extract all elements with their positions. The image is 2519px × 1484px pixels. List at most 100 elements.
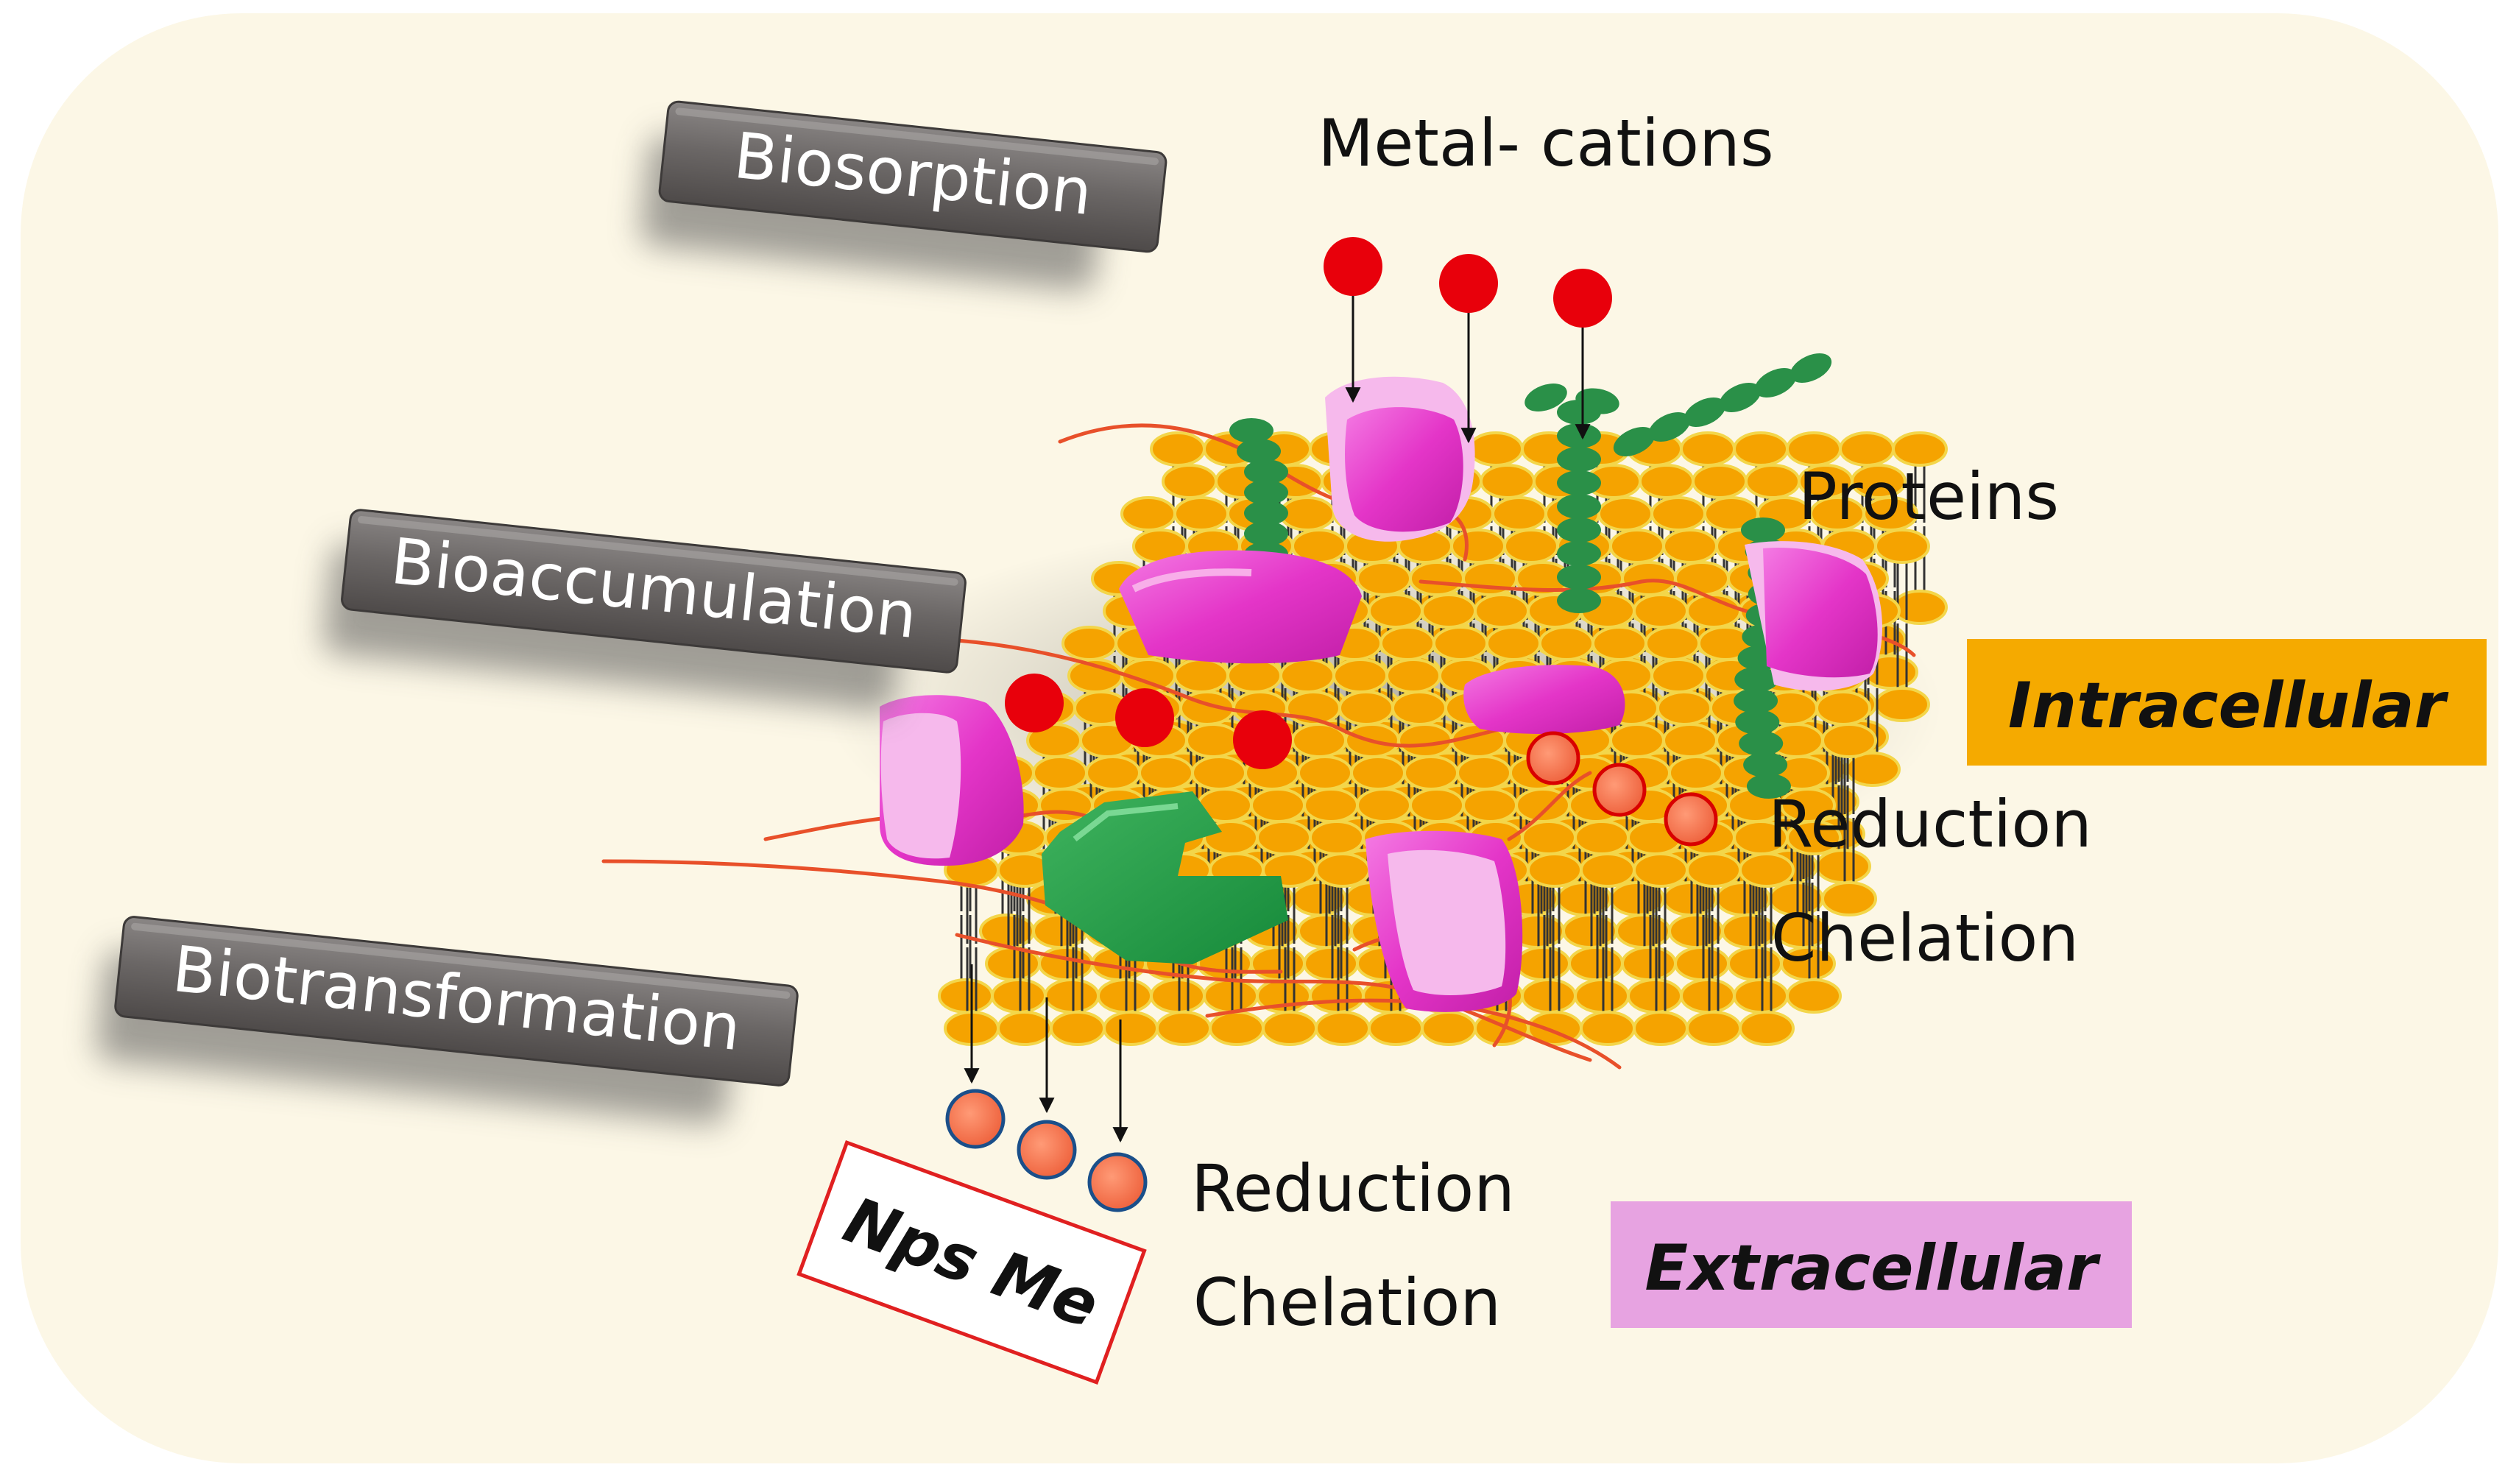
chain-bead [1613,427,1656,456]
lipid-head [1621,561,1677,596]
lipid-head [1032,755,1088,791]
lipid-head [1591,626,1647,661]
chain-bead [1735,710,1780,735]
lipid-head [1892,431,1948,467]
chain-bead [1557,541,1601,566]
lipid-head [1650,658,1706,693]
chain-bead [1719,383,1762,412]
lipid-head [1462,788,1518,823]
lipid-head [1745,464,1801,499]
extracellular-badge: Extracellular [1611,1201,2132,1328]
protein-right [1745,541,1882,691]
lipid-head [1621,946,1677,981]
lipid-head [1061,626,1117,661]
lipid-head [1739,1011,1795,1046]
lipid-head [1656,690,1712,726]
lipid-head [1456,755,1512,791]
lipid-head [1150,978,1206,1014]
lipid-head [1609,529,1665,564]
lipid-head [1468,431,1524,467]
lipid-head [1474,593,1530,629]
lipid-head [1409,788,1465,823]
lipid-head [1662,529,1718,564]
chain-bead [1734,688,1778,713]
chain-bead [1557,565,1601,590]
lipid-head [1120,496,1176,531]
lipid-head [1674,561,1730,596]
lipid-head [1515,946,1571,981]
lipid-head [1279,658,1335,693]
intracellular-text: Intracellular [2008,669,2449,743]
chain-bead [1244,480,1288,505]
chelation-extracellular-label: Chelation [1193,1265,1501,1340]
biosorption-label: Biosorption [640,100,1167,291]
protein-green-c [1042,791,1288,964]
lipid-head [1368,593,1424,629]
lipid-head [1315,852,1371,888]
lipid-head [1450,529,1506,564]
lipid-head [1044,978,1100,1014]
lipid-head [1226,658,1282,693]
lipid-head [1674,946,1730,981]
lipid-head [1403,755,1459,791]
bioaccumulation-label: Bioaccumulation [322,509,967,711]
protein-large-left [1119,550,1362,664]
lipid-head [1733,978,1789,1014]
cation-5 [1115,688,1174,747]
membrane-proteins [880,376,1882,1012]
lipid-head [1491,496,1547,531]
lipid-head [1692,464,1748,499]
protein-left-barrel [880,695,1024,866]
chain-bead [1754,368,1797,398]
lipid-head [1721,914,1777,949]
lipid-head [1609,723,1665,758]
intracellular-badge: Intracellular [1967,639,2487,766]
lipid-head [1633,593,1689,629]
lipid-head [1580,852,1636,888]
lipid-head [1686,1011,1742,1046]
chain-bead [1557,447,1601,472]
lipid-head [1562,914,1618,949]
lipid-head [1256,820,1312,855]
chain-bead [1739,731,1784,756]
protein-mid-right [1463,665,1625,734]
lipid-head [1303,788,1359,823]
chain-bead [1557,588,1601,613]
lipid-head [1356,788,1412,823]
lipid-head [1368,1011,1424,1046]
lipid-head [1173,496,1229,531]
lipid-head [1786,978,1842,1014]
reduction-intracellular-label: Reduction [1768,786,2092,862]
lipid-head [1538,626,1594,661]
lipid-head [1662,723,1718,758]
lipid-head [991,978,1047,1014]
lipid-head [1480,464,1536,499]
cation-6 [1233,710,1292,769]
lipid-head [1733,431,1789,467]
lipid-head [1892,590,1948,625]
lipid-head [1250,946,1306,981]
lipid-head [1315,1011,1371,1046]
lipid-head [1156,1011,1212,1046]
proteins-label: Proteins [1798,459,2059,534]
lipid-head [1574,820,1630,855]
lipid-head [1580,1011,1636,1046]
chain-bead [1743,752,1788,777]
chain-bead [1790,353,1832,383]
lipid-head [1845,752,1901,787]
lipid-head [1138,755,1194,791]
protein-bottom-center [1366,830,1523,1012]
lipid-head [1409,561,1465,596]
lipid-head [1185,723,1241,758]
lipid-head [1103,1011,1159,1046]
lipid-head [1615,914,1671,949]
extracellular-text: Extracellular [1644,1232,2101,1305]
chain-bead [1244,501,1288,526]
lipid-head [1862,496,1918,531]
lipid-head [1297,914,1353,949]
lipid-head [1209,1011,1265,1046]
lipid-head [1421,1011,1477,1046]
lipid-head [1503,529,1559,564]
lipid-head [1680,431,1736,467]
